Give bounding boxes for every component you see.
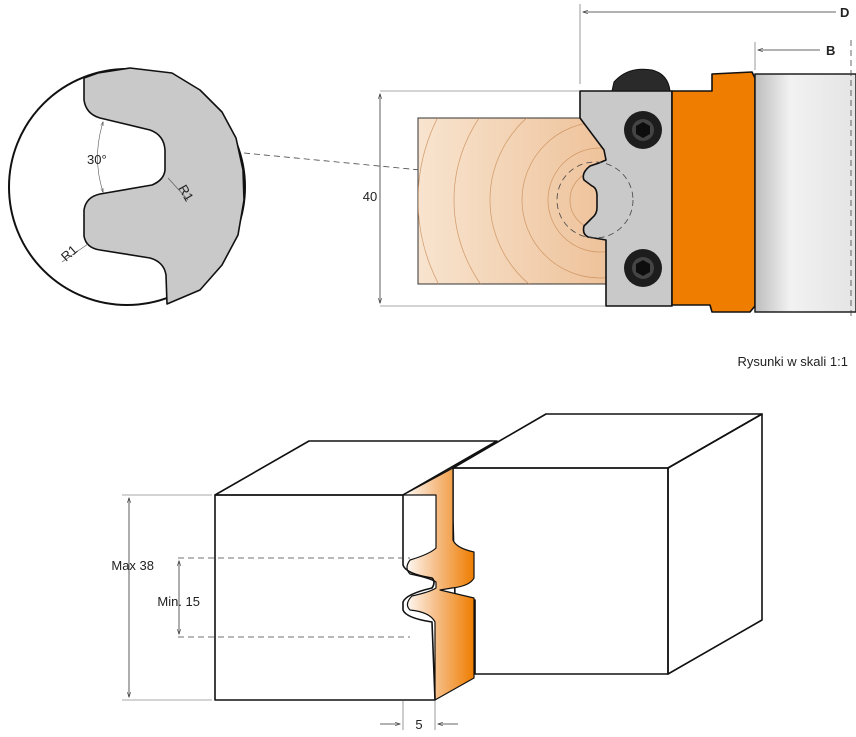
dimension-max-thickness: Max 38 (111, 494, 212, 701)
joint-iso-view: Max 38 Min. 15 5 (111, 413, 763, 732)
clamp-screw-icon (611, 68, 671, 92)
max-thickness-label: Max 38 (111, 558, 154, 573)
dimension-depth: 5 (380, 700, 458, 732)
detail-profile-shape (83, 67, 245, 305)
dimension-d: D (579, 4, 849, 84)
radius-label-right: R1 (175, 182, 196, 204)
dim-d-label: D (840, 5, 849, 20)
depth-label: 5 (415, 717, 422, 732)
angle-label: 30° (87, 152, 107, 167)
dimension-b: B (754, 42, 835, 70)
scale-note: Rysunki w skali 1:1 (737, 354, 848, 369)
dimension-height: 40 (363, 90, 606, 307)
min-thickness-label: Min. 15 (157, 594, 200, 609)
screw-icon (624, 111, 662, 149)
tool-view: 40 D B (363, 4, 856, 320)
profile-detail: 30° R1 R1 (8, 67, 246, 306)
wood-workpiece (417, 117, 609, 285)
screw-icon (624, 249, 662, 287)
dim-b-label: B (826, 43, 835, 58)
height-value: 40 (363, 189, 377, 204)
left-block-front (214, 494, 436, 701)
joint-profile-face (402, 467, 475, 701)
dimension-min-thickness: Min. 15 (157, 561, 200, 634)
tool-body-orange (671, 71, 756, 313)
spindle-bearing (754, 73, 856, 313)
detail-marker-circle (556, 161, 634, 239)
